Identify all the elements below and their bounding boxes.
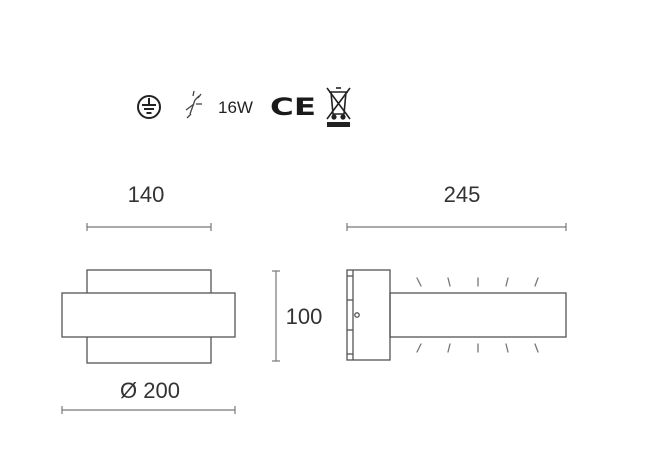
width-dimension-label: 140: [128, 182, 165, 207]
mount-screw-hole: [354, 312, 360, 318]
power-rating: 16W: [218, 98, 253, 117]
depth-dimension-label: 245: [444, 182, 481, 207]
front-diffuser-rect: [61, 292, 236, 338]
dimmable-lamp-icon: [185, 90, 202, 119]
weee-crossed-bin-icon: [326, 87, 351, 127]
width-dimension-line: [86, 223, 212, 231]
height-dimension-line: [272, 270, 280, 362]
diameter-dimension-label: Ø 200: [120, 378, 180, 403]
ce-mark-icon: CE: [270, 93, 316, 121]
light-rays: [416, 277, 539, 353]
earth-ground-icon: [137, 95, 161, 119]
side-diffuser-rect: [389, 292, 567, 338]
height-dimension-label: 100: [286, 304, 323, 329]
side-view-outline: [346, 269, 567, 361]
diameter-dimension-line: [61, 406, 236, 414]
front-view-outline: [61, 269, 236, 364]
depth-dimension-line: [346, 223, 567, 231]
